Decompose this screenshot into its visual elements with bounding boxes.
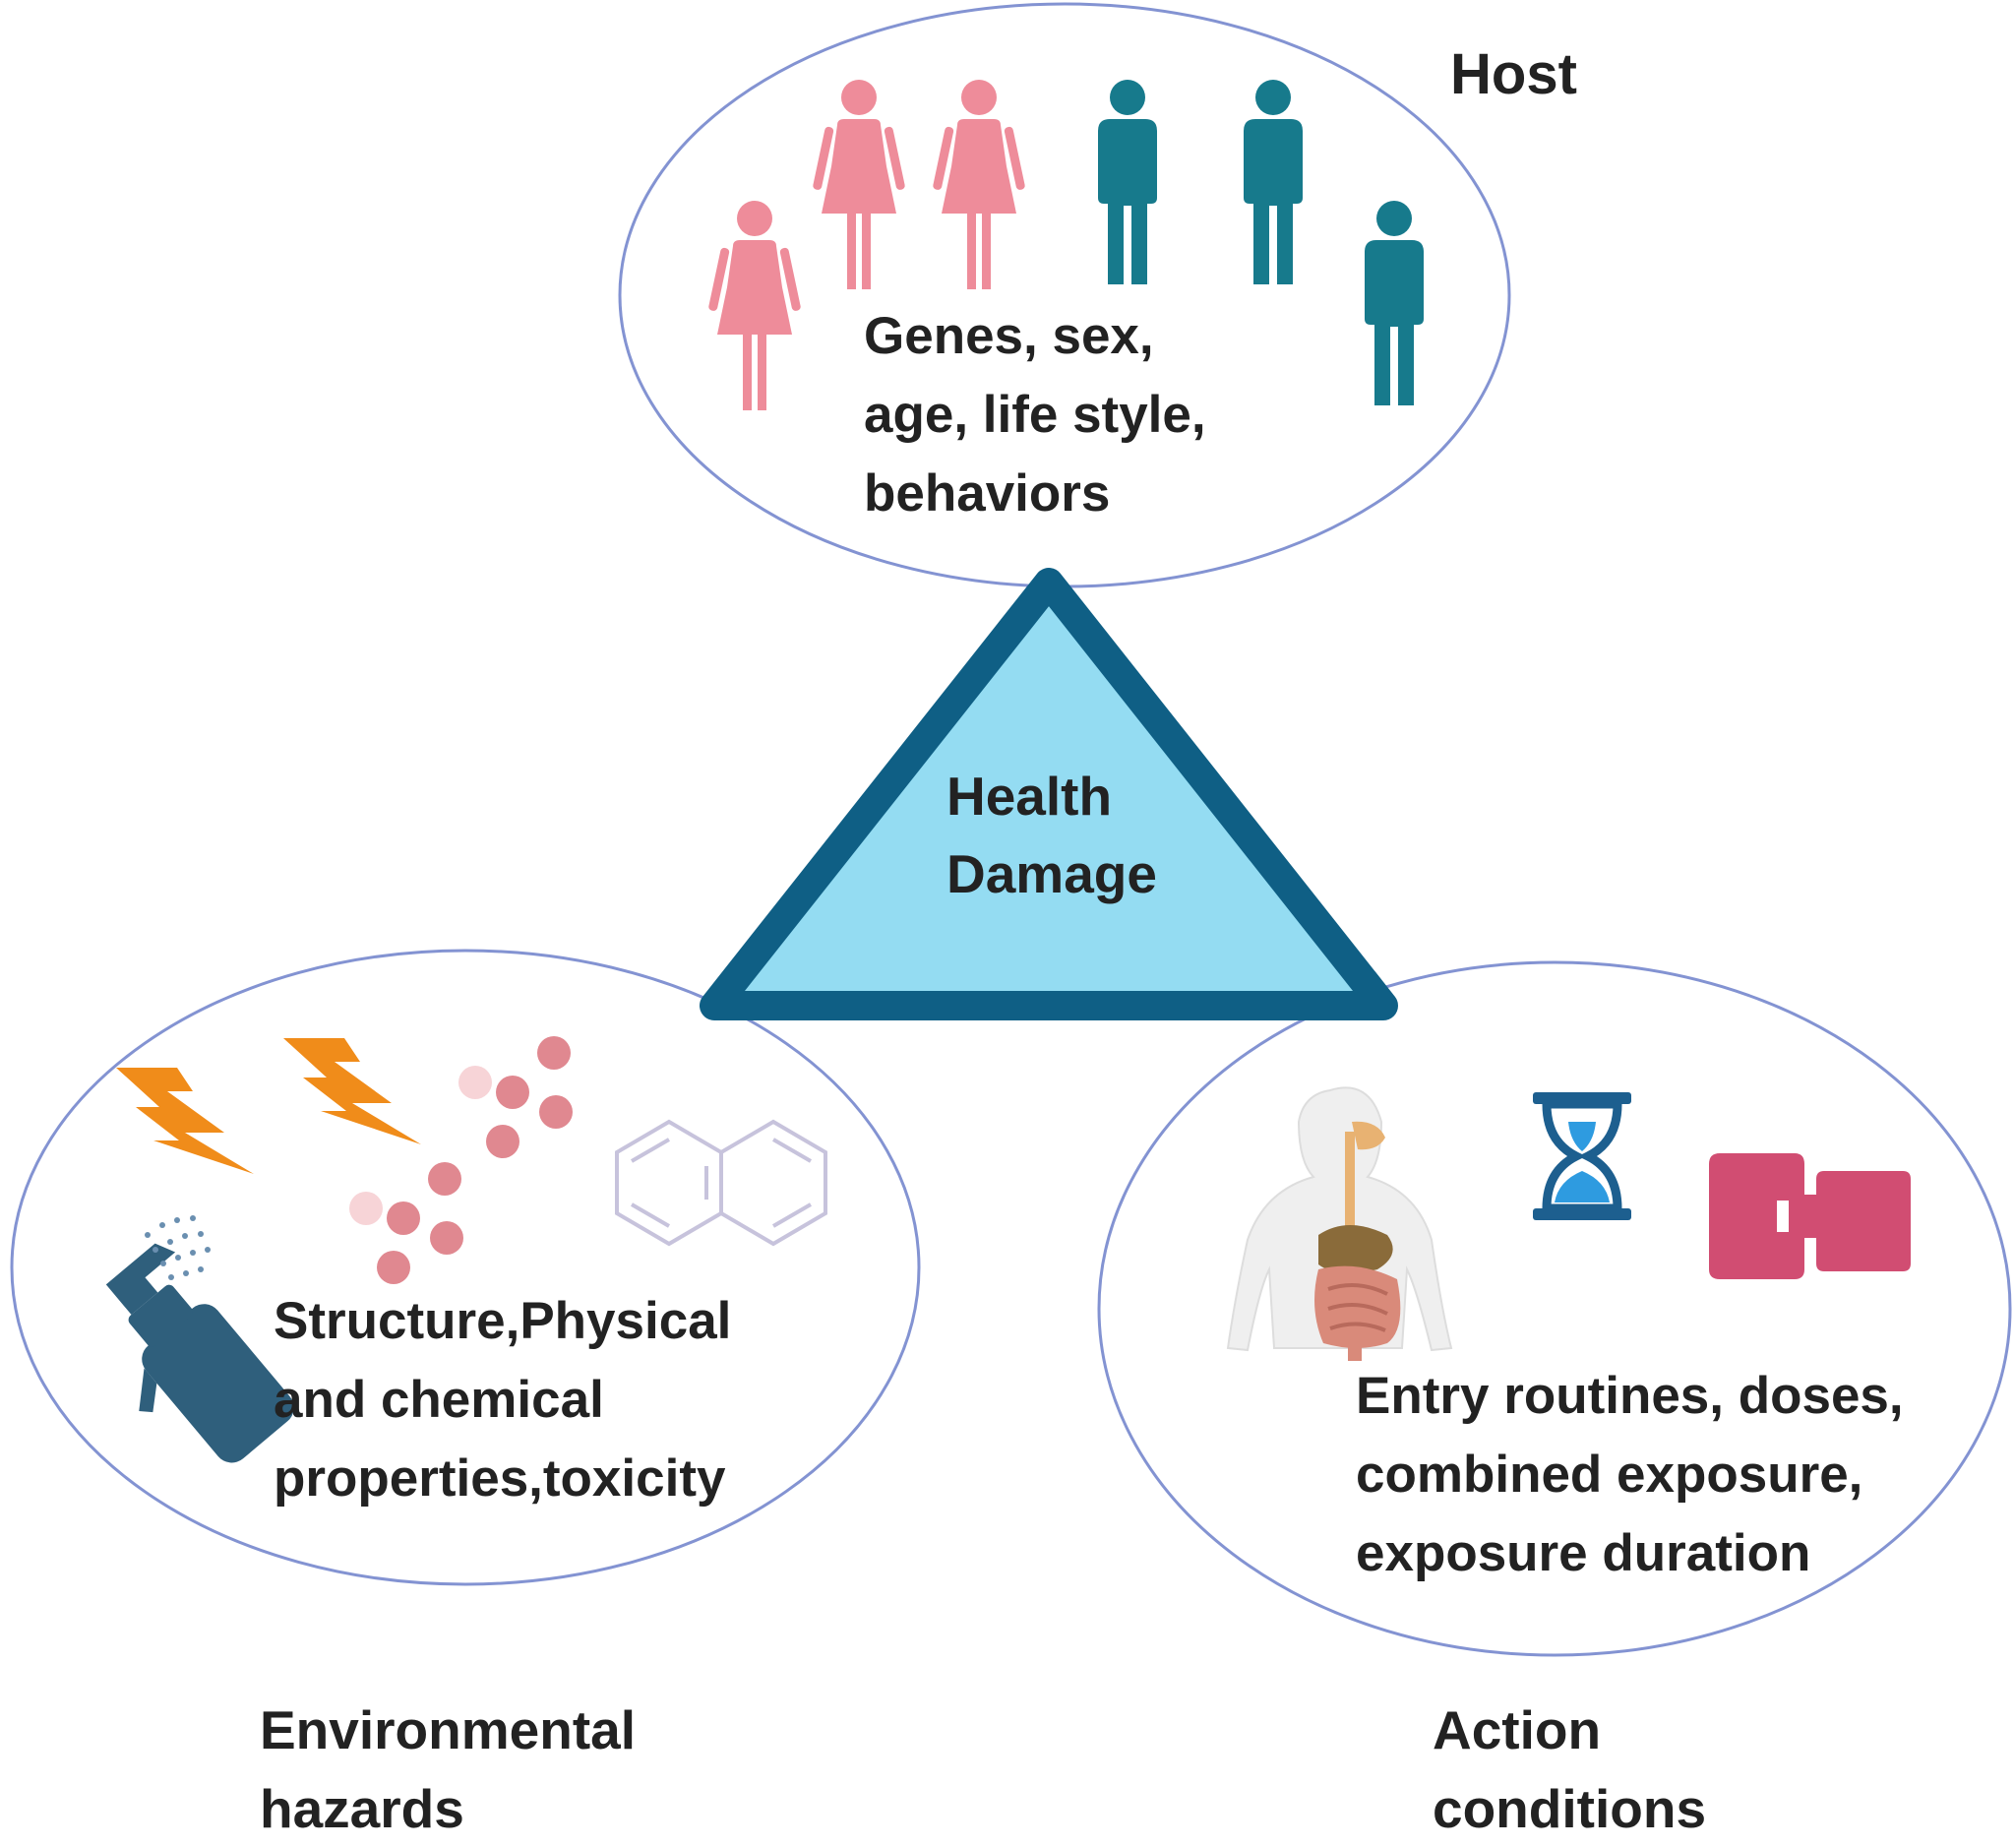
particles-icon [458,1036,573,1158]
health-damage-line: Damage [946,843,1157,904]
host-description-line: Genes, sex, [864,307,1154,365]
digestive-system-icon [1226,1086,1453,1361]
environmental-hazards-label: Environmental hazards [260,1691,636,1848]
action-ellipse [1097,960,2012,1657]
action-label-line: conditions [1433,1778,1707,1839]
action-description: Entry routines, doses, combined exposure… [1356,1357,1904,1593]
action-label-line: Action [1433,1699,1602,1760]
male-figure-icon [1244,80,1303,284]
naphthalene-molecule-icon [615,1119,827,1247]
environmental-label-line: hazards [260,1778,464,1839]
environmental-description: Structure,Physical and chemical properti… [274,1282,731,1518]
male-figure-icon [1365,201,1424,405]
male-figure-icon [1098,80,1157,284]
environmental-description-line: properties,toxicity [274,1449,726,1508]
action-description-line: exposure duration [1356,1524,1811,1582]
health-damage-label: Health Damage [946,758,1157,913]
host-description-line: age, life style, [864,386,1206,444]
spray-bottle-icon [105,1215,294,1463]
environmental-label-line: Environmental [260,1699,637,1760]
female-figure-icon [707,201,802,410]
environmental-description-line: Structure,Physical [274,1292,732,1350]
lightning-icon [116,1068,254,1174]
lightning-icon [283,1038,421,1144]
action-description-line: Entry routines, doses, [1356,1367,1904,1425]
environmental-description-line: and chemical [274,1371,604,1429]
environmental-ellipse [10,949,921,1586]
hourglass-icon [1533,1092,1631,1220]
host-title: Host [1450,42,1577,106]
connector-blocks-icon [1709,1153,1911,1279]
host-description: Genes, sex, age, life style, behaviors [864,297,1206,533]
female-figure-icon [812,80,906,289]
action-description-line: combined exposure, [1356,1446,1863,1504]
particles-icon [349,1162,463,1284]
health-damage-triangle [700,568,1398,1020]
host-description-line: behaviors [864,464,1111,523]
health-damage-line: Health [946,766,1113,827]
female-figure-icon [932,80,1026,289]
action-conditions-label: Action conditions [1433,1691,1706,1848]
